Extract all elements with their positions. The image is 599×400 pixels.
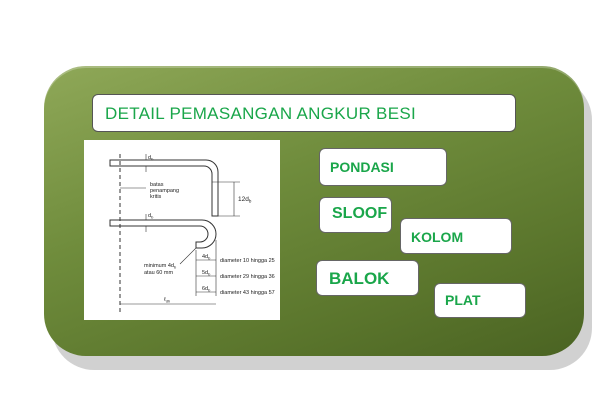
anchor-detail-diagram: db batas penampang kritis 12db db minimu… <box>84 140 280 320</box>
plat-button[interactable]: PLAT <box>434 283 526 318</box>
pondasi-label: PONDASI <box>330 159 394 175</box>
sloof-label: SLOOF <box>332 205 388 222</box>
diameter-note-1: diameter 10 hingga 25 <box>220 258 275 264</box>
minimum-label-2: atau 60 mm <box>144 270 173 276</box>
dim-4db-label: 4db <box>202 254 211 261</box>
sloof-button[interactable]: SLOOF <box>319 197 392 233</box>
batas-label-1: batas <box>150 182 164 188</box>
dim-5db-label: 5db <box>202 270 211 277</box>
kolom-button[interactable]: KOLOM <box>400 218 512 254</box>
diameter-note-3: diameter 43 hingga 57 <box>220 290 275 296</box>
title-box: DETAIL PEMASANGAN ANGKUR BESI <box>92 94 516 132</box>
balok-button[interactable]: BALOK <box>316 260 419 296</box>
ldh-label: ℓdh <box>164 297 170 304</box>
dim-6db-label: 6db <box>202 286 211 293</box>
diameter-note-2: diameter 29 hingga 36 <box>220 274 275 280</box>
pondasi-button[interactable]: PONDASI <box>319 148 447 186</box>
page-title: DETAIL PEMASANGAN ANGKUR BESI <box>105 104 416 123</box>
db-mid-label: db <box>148 213 154 220</box>
db-top-label: db <box>148 155 154 162</box>
plat-label: PLAT <box>445 292 481 308</box>
balok-label: BALOK <box>329 269 390 288</box>
batas-label-2: penampang <box>150 188 179 194</box>
dim-12db-label: 12db <box>238 196 252 204</box>
hook-drawing: db batas penampang kritis 12db db minimu… <box>109 154 275 312</box>
minimum-label-1: minimum 4db <box>144 263 177 270</box>
batas-label-3: kritis <box>150 194 162 200</box>
kolom-label: KOLOM <box>411 229 464 245</box>
